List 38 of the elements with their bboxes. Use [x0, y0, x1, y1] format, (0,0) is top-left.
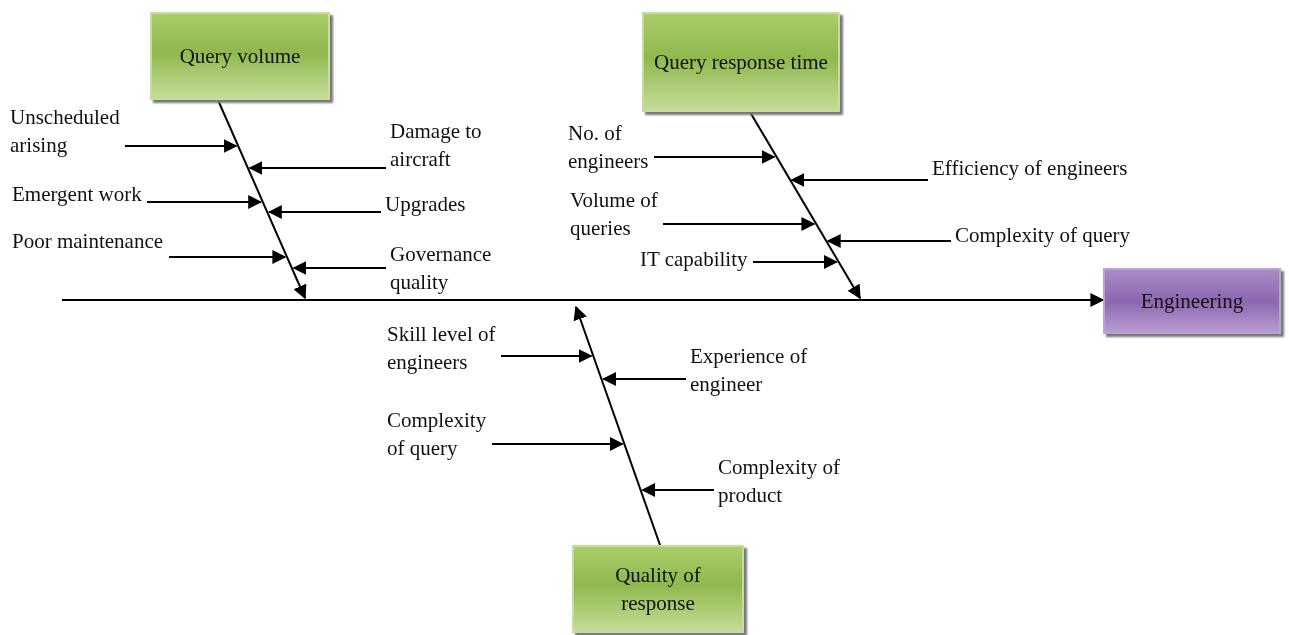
arrow [500, 349, 593, 363]
arrow [752, 255, 838, 269]
cause-label: Efficiency of engineers [932, 154, 1129, 182]
cause-label: Poor maintenance [12, 227, 165, 255]
cause-label: Complexity of query [955, 221, 1131, 249]
cause-label: Governance quality [390, 240, 493, 296]
arrow [749, 111, 861, 300]
arrow [267, 205, 382, 219]
cause-label: Complexity of product [718, 453, 841, 509]
arrow [573, 305, 661, 546]
arrow [653, 150, 776, 164]
cause-label: Unscheduled arising [10, 103, 121, 159]
arrow [602, 372, 687, 386]
arrow [826, 234, 952, 248]
arrow [491, 437, 624, 451]
arrow [790, 173, 929, 187]
cause-label: IT capability [640, 245, 749, 273]
effect-box: Engineering [1103, 268, 1281, 334]
arrow [662, 217, 816, 231]
arrow [168, 250, 287, 264]
cause-label: No. of engineers [568, 119, 650, 175]
category-box: Query response time [642, 12, 840, 112]
arrow [248, 161, 387, 175]
cause-label: Experience of engineer [690, 342, 809, 398]
cause-label: Upgrades [385, 190, 467, 218]
arrow [124, 139, 238, 153]
arrow [641, 483, 715, 497]
cause-label: Complexity of query [387, 406, 488, 462]
category-box: Query volume [150, 12, 330, 100]
arrow [292, 261, 387, 275]
category-box: Quality of response [572, 545, 744, 633]
arrow [61, 293, 1105, 307]
cause-label: Emergent work [12, 180, 143, 208]
arrow [146, 195, 263, 209]
arrow [217, 99, 307, 300]
cause-label: Damage to aircraft [390, 117, 483, 173]
cause-label: Volume of queries [570, 186, 659, 242]
cause-label: Skill level of engineers [387, 320, 497, 376]
